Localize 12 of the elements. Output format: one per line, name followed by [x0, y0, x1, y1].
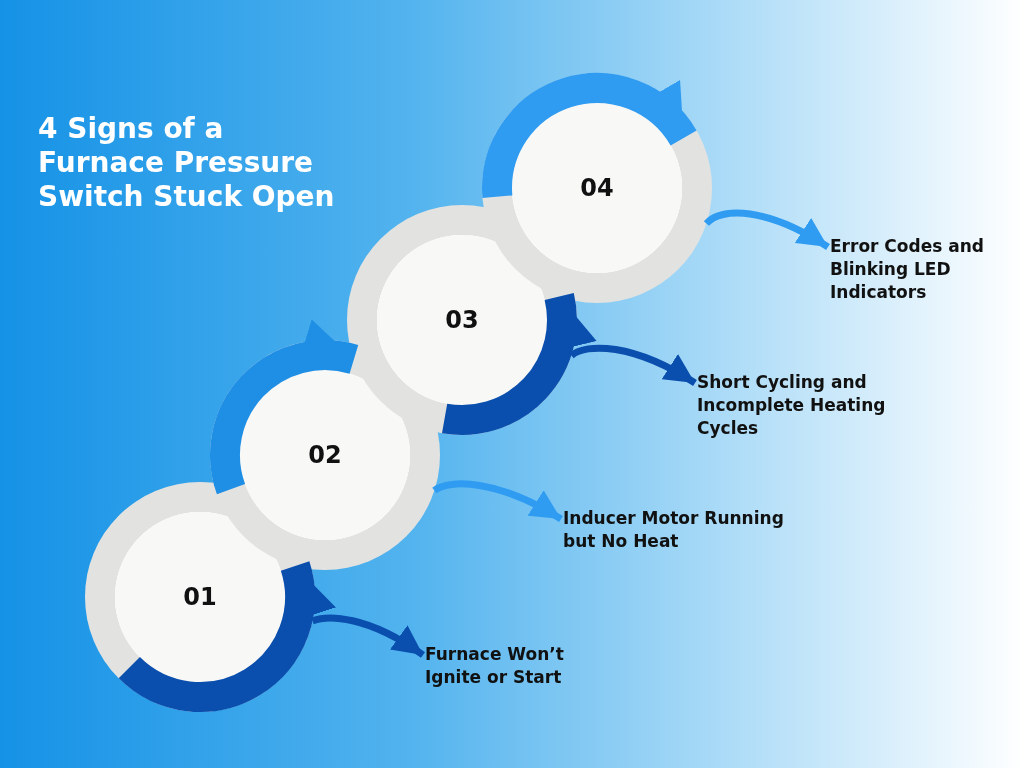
sign-text: Error Codes and Blinking LED Indicators	[830, 235, 1015, 304]
arrow	[432, 480, 563, 522]
sign-text: Short Cycling and Incomplete Heating Cycles	[697, 371, 897, 440]
arrow	[210, 322, 358, 494]
arrow	[119, 562, 334, 712]
arrow	[704, 209, 830, 250]
sign-text: Inducer Motor Running but No Heat	[563, 507, 813, 553]
arrow	[569, 344, 697, 386]
arrow	[442, 294, 594, 435]
title: 4 Signs of a Furnace Pressure Switch Stuck Open	[38, 112, 336, 215]
sign-text: Furnace Won’t Ignite or Start	[425, 643, 605, 689]
arrow	[311, 614, 425, 658]
